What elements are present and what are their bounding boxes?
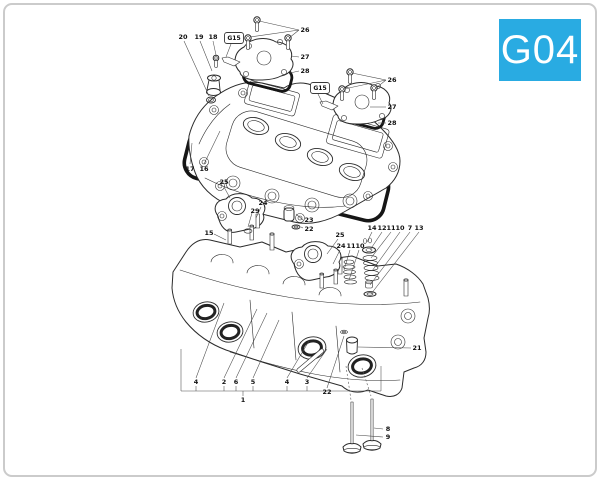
callout-label: 17 bbox=[185, 165, 194, 173]
callout-label: 24 bbox=[258, 199, 268, 207]
callout-label: 14 bbox=[367, 224, 377, 232]
diagram-reference-box[interactable]: G15 bbox=[310, 82, 330, 94]
plug-and-washer-drawing bbox=[283, 205, 301, 230]
callout-label: 16 bbox=[199, 165, 209, 173]
tappet-21 bbox=[346, 336, 358, 355]
cap-and-seal-parts bbox=[206, 54, 221, 104]
air-cover-bolts-26 bbox=[244, 16, 292, 50]
cap-19 bbox=[206, 74, 221, 96]
valve-stack-drawing bbox=[362, 237, 380, 297]
callout-label: 19 bbox=[194, 33, 204, 41]
callout-label: 7 bbox=[408, 224, 413, 232]
page-code-box: G04 bbox=[499, 19, 581, 81]
callout-label: 3 bbox=[305, 378, 310, 386]
callout-label: 9 bbox=[386, 433, 391, 441]
reference-box-label: G15 bbox=[313, 85, 326, 92]
callout-label: 6 bbox=[234, 378, 239, 386]
callout-label: 23 bbox=[304, 216, 313, 224]
callout-label: 5 bbox=[251, 378, 256, 386]
callout-label: 4 bbox=[285, 378, 290, 386]
callout-label: 29 bbox=[250, 207, 260, 215]
air-cover-assembly-front bbox=[221, 16, 294, 93]
callout-label: 11 bbox=[386, 224, 396, 232]
callout-label: 13 bbox=[414, 224, 423, 232]
callout-label: 24 bbox=[336, 242, 346, 250]
page-code: G04 bbox=[500, 27, 580, 72]
callout-label: 10 bbox=[395, 224, 405, 232]
cam-holder-front-drawing bbox=[214, 193, 266, 245]
callout-label: 28 bbox=[387, 119, 397, 127]
callout-label: 11 bbox=[346, 242, 356, 250]
callout-label: 12 bbox=[377, 224, 386, 232]
callout-label: 10 bbox=[355, 242, 365, 250]
callout-label: 28 bbox=[300, 67, 310, 75]
air-cover-27 bbox=[234, 38, 294, 81]
dowel-pin bbox=[296, 348, 325, 373]
callout-label: 25 bbox=[335, 231, 345, 239]
cover-recesses bbox=[225, 175, 358, 213]
cam-holder-rear-drawing bbox=[290, 241, 357, 289]
callout-label: 4 bbox=[194, 378, 199, 386]
callout-label: 26 bbox=[300, 26, 310, 34]
callout-label: 18 bbox=[208, 33, 218, 41]
callout-label: 21 bbox=[412, 344, 422, 352]
callout-label: 22 bbox=[322, 388, 331, 396]
callout-label: 27 bbox=[387, 103, 396, 111]
reference-box-label: G15 bbox=[227, 35, 240, 42]
diagram-reference-box[interactable]: G15 bbox=[224, 32, 244, 44]
valves-drawing bbox=[342, 365, 382, 454]
callout-label: 22 bbox=[304, 225, 313, 233]
o-ring-20 bbox=[206, 96, 216, 104]
callout-label: 27 bbox=[300, 53, 309, 61]
page-frame bbox=[3, 3, 597, 477]
callout-label: 2 bbox=[222, 378, 227, 386]
plug-well-openings bbox=[242, 117, 366, 181]
callout-label: 1 bbox=[241, 396, 246, 404]
leader-lines bbox=[180, 20, 420, 438]
seal-ring-29 bbox=[243, 228, 253, 234]
callout-label: 25 bbox=[219, 178, 229, 186]
callout-label: 8 bbox=[386, 425, 391, 433]
stem-seal-7 bbox=[365, 279, 373, 289]
screw-18 bbox=[212, 54, 220, 68]
callout-label: 26 bbox=[387, 76, 397, 84]
valve-spring-in-head bbox=[342, 259, 357, 285]
callout-label: 20 bbox=[178, 33, 188, 41]
callout-label: 15 bbox=[204, 229, 214, 237]
